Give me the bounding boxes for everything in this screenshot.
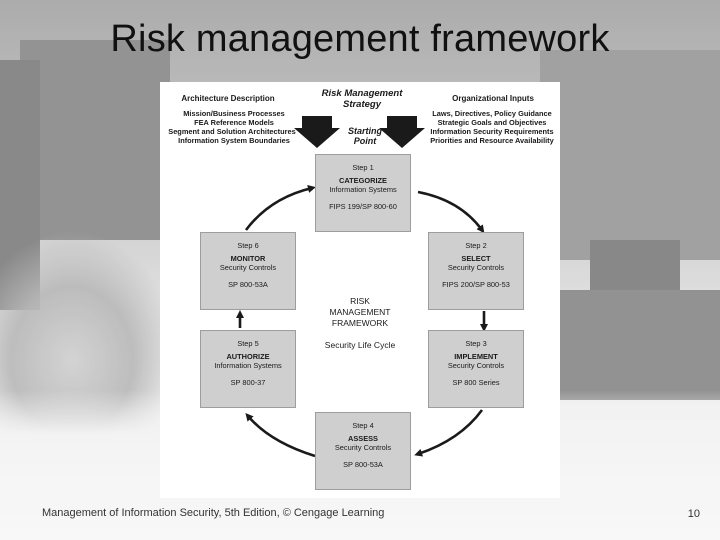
- step-number: Step 1: [352, 163, 373, 172]
- step-3-box: Step 3 IMPLEMENT Security Controls SP 80…: [428, 330, 524, 408]
- strategy-label-line-2: Strategy: [310, 99, 414, 110]
- step-reference: SP 800-37: [231, 378, 266, 387]
- org-inputs-line-1: Laws, Directives, Policy Guidance: [426, 109, 558, 118]
- slide-footer: Management of Information Security, 5th …: [42, 507, 384, 519]
- arc-step6-to-step1: [246, 188, 312, 230]
- center-subtitle: Security Life Cycle: [305, 340, 415, 351]
- rmf-diagram: Architecture Description Mission/Busines…: [160, 82, 560, 498]
- step-reference: FIPS 199/SP 800-60: [329, 202, 397, 211]
- step-reference: SP 800 Series: [452, 378, 499, 387]
- step-4-box: Step 4 ASSESS Security Controls SP 800-5…: [315, 412, 411, 490]
- step-6-box: Step 6 MONITOR Security Controls SP 800-…: [200, 232, 296, 310]
- step-number: Step 4: [352, 421, 373, 430]
- step-number: Step 5: [237, 339, 258, 348]
- step-2-box: Step 2 SELECT Security Controls FIPS 200…: [428, 232, 524, 310]
- org-inputs-line-4: Priorities and Resource Availability: [426, 136, 558, 145]
- architecture-heading: Architecture Description: [168, 94, 288, 103]
- step-5-box: Step 5 AUTHORIZE Information Systems SP …: [200, 330, 296, 408]
- org-inputs-line-2: Strategic Goals and Objectives: [426, 118, 558, 127]
- arc-step1-to-step2: [418, 192, 482, 230]
- step-1-box: Step 1 CATEGORIZE Information Systems FI…: [315, 154, 411, 232]
- step-number: Step 2: [465, 241, 486, 250]
- step-subtitle: Information Systems: [214, 362, 281, 371]
- architecture-line-2: FEA Reference Models: [168, 118, 300, 127]
- architecture-line-1: Mission/Business Processes: [168, 109, 300, 118]
- slide-title: Risk management framework: [0, 18, 720, 61]
- step-number: Step 6: [237, 241, 258, 250]
- center-line-3: FRAMEWORK: [310, 318, 410, 329]
- arc-step4-to-step5: [248, 416, 315, 456]
- step-reference: FIPS 200/SP 800-53: [442, 280, 510, 289]
- arc-step3-to-step4: [418, 410, 482, 454]
- center-line-2: MANAGEMENT: [310, 307, 410, 318]
- step-subtitle: Security Controls: [220, 264, 276, 273]
- page-number: 10: [640, 508, 700, 520]
- architecture-line-4: Information System Boundaries: [168, 136, 300, 145]
- center-line-1: RISK: [310, 296, 410, 307]
- starting-point-line-2: Point: [335, 136, 395, 146]
- step-reference: SP 800-53A: [228, 280, 268, 289]
- starting-point-line-1: Starting: [335, 126, 395, 136]
- step-reference: SP 800-53A: [343, 460, 383, 469]
- step-subtitle: Security Controls: [448, 264, 504, 273]
- org-inputs-heading: Organizational Inputs: [432, 94, 554, 103]
- architecture-line-3: Segment and Solution Architectures: [162, 127, 302, 136]
- step-subtitle: Security Controls: [335, 444, 391, 453]
- step-subtitle: Security Controls: [448, 362, 504, 371]
- org-inputs-line-3: Information Security Requirements: [426, 127, 558, 136]
- strategy-label-line-1: Risk Management: [310, 88, 414, 99]
- step-subtitle: Information Systems: [329, 186, 396, 195]
- step-number: Step 3: [465, 339, 486, 348]
